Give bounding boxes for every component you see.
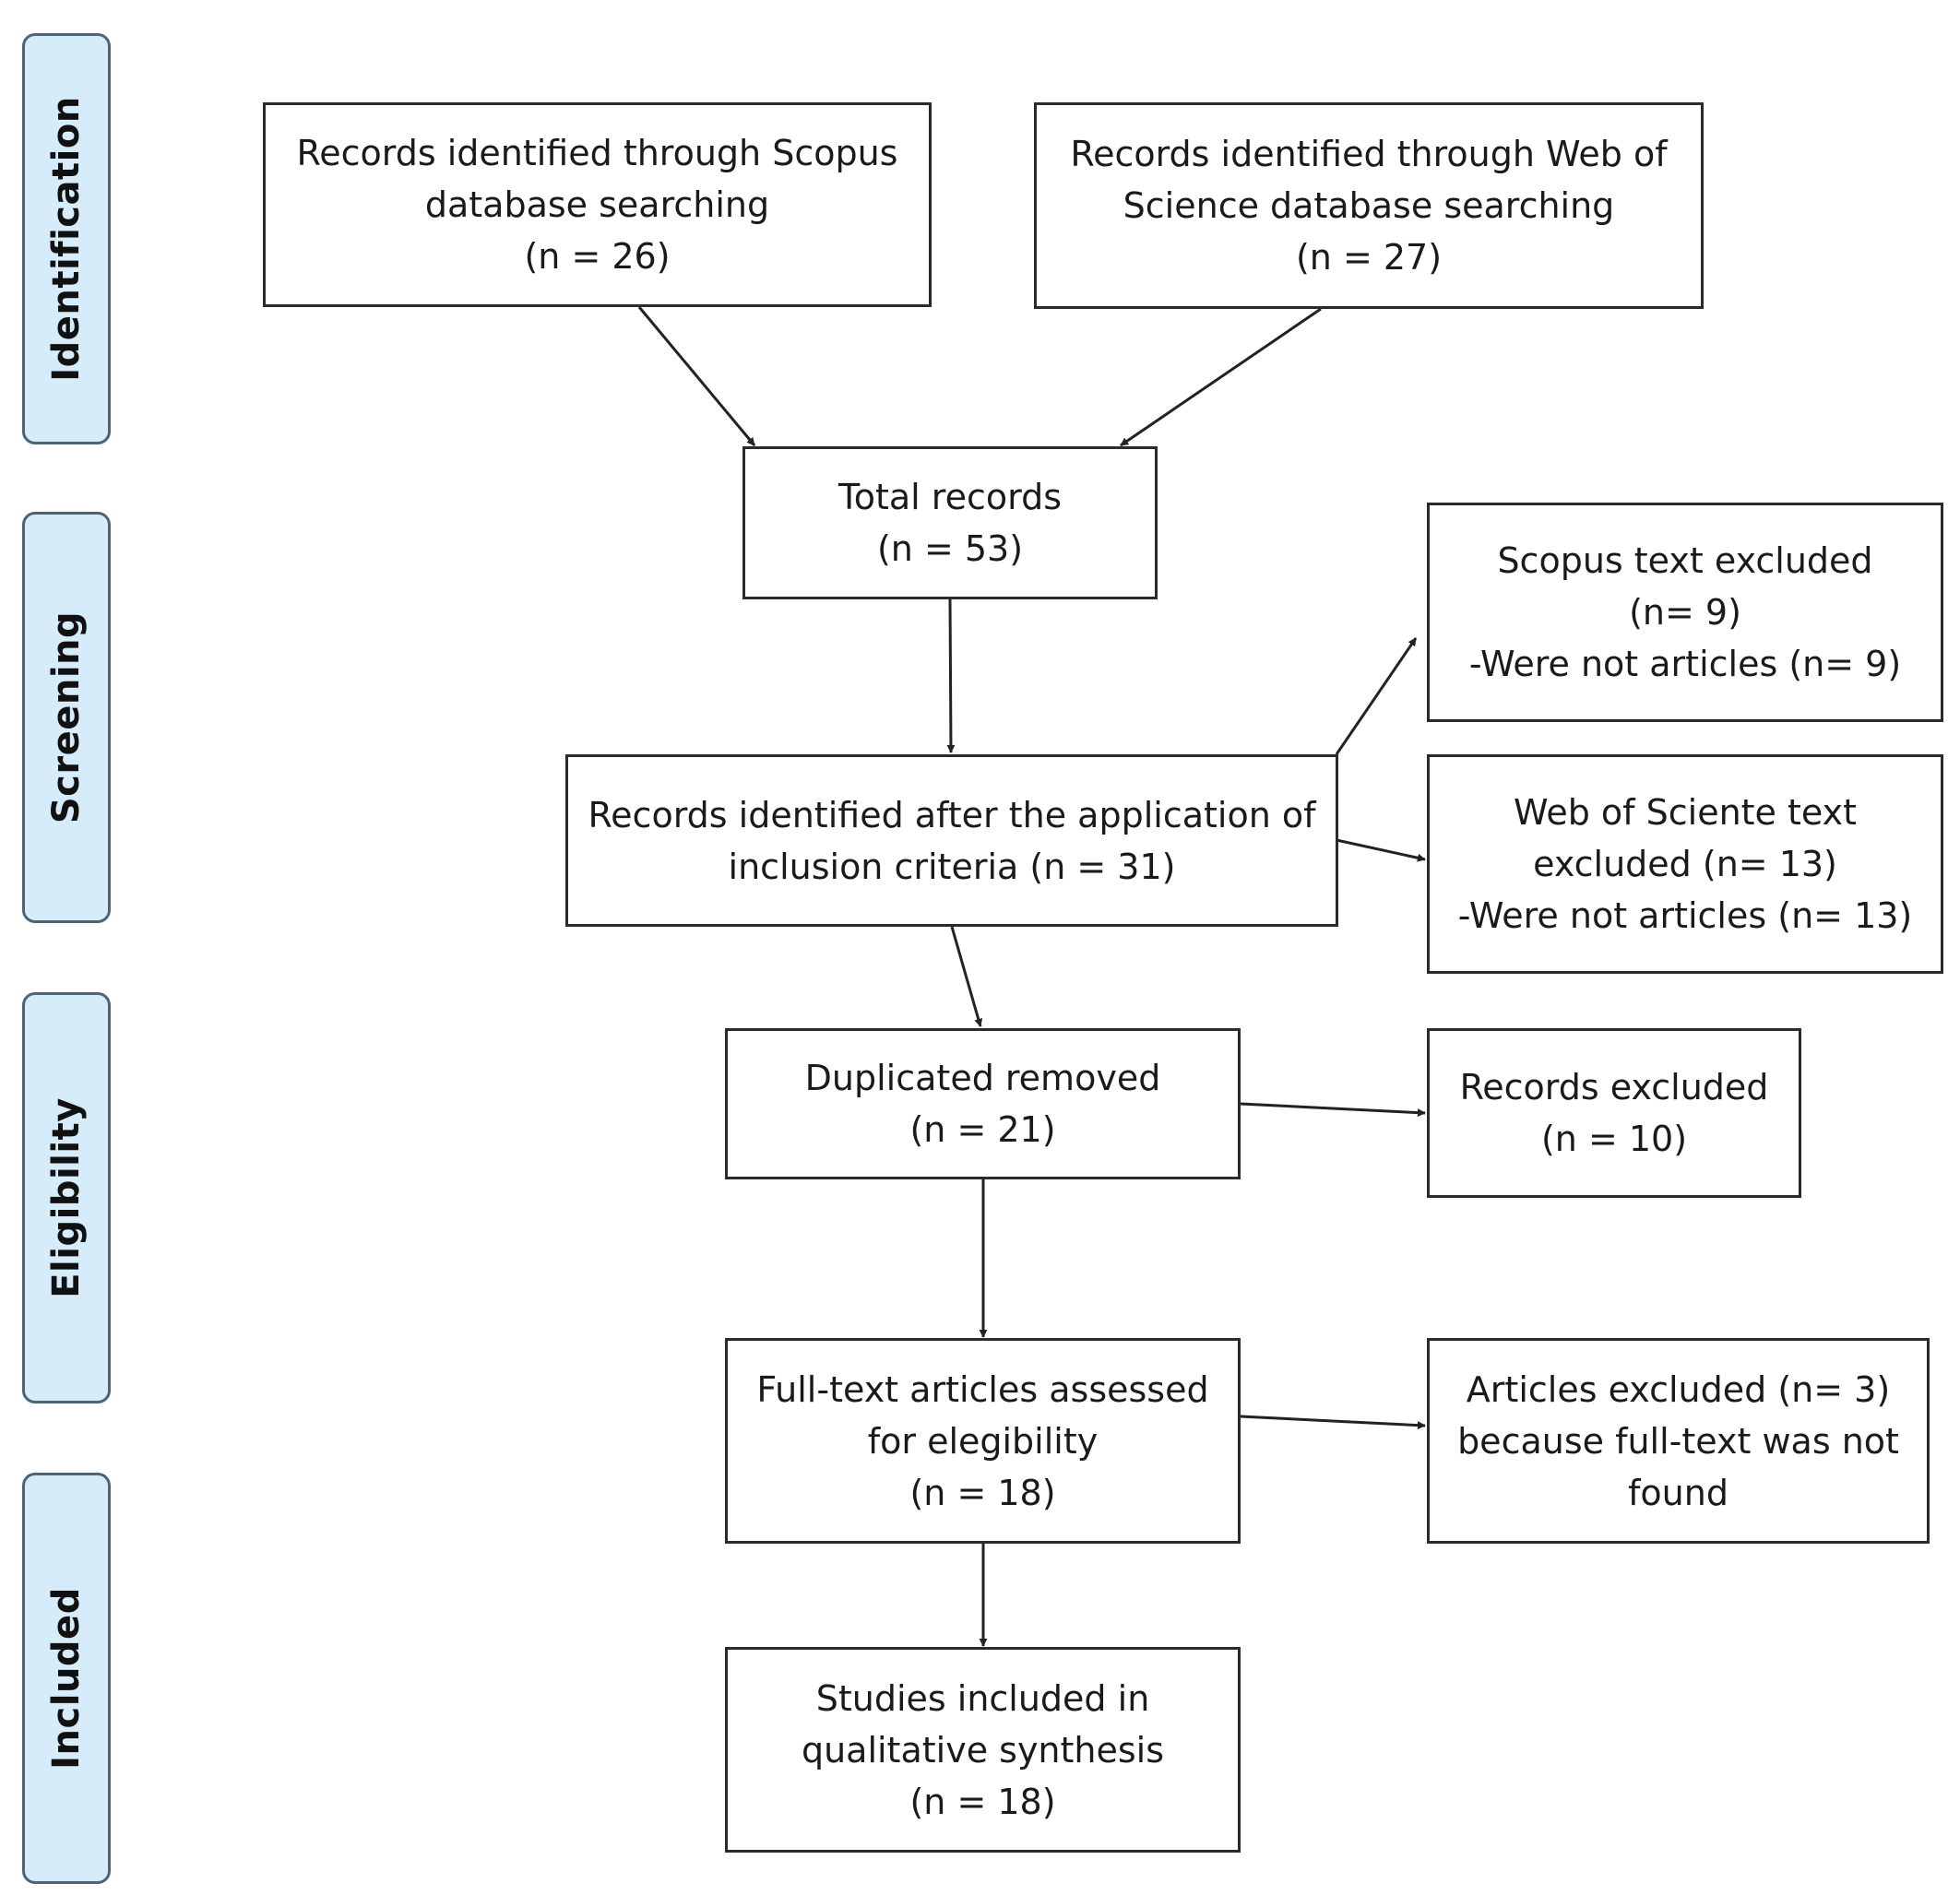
box-wos-records-line-1: Records identified through Web of [1070,134,1668,174]
box-studies-included: Studies included in qualitative synthesi… [725,1647,1241,1853]
box-articles-excluded: Articles excluded (n= 3) because full-te… [1427,1338,1930,1544]
box-wos-excluded-line-2: excluded (n= 13) [1533,844,1837,884]
arrow-duplicates-to-records-excluded [1240,1102,1426,1118]
stage-identification: Identification [22,33,111,444]
box-fulltext-assessed-line-3: (n = 18) [909,1472,1056,1513]
box-wos-records: Records identified through Web of Scienc… [1034,102,1704,309]
box-wos-records-line-2: Science database searching [1123,185,1615,226]
stage-eligibility: Eligibility [22,992,111,1403]
box-wos-excluded-line-3: -Were not articles (n= 13) [1457,895,1913,936]
box-total-records-line-1: Total records [837,477,1062,517]
arrow-total-to-inclusion [946,598,956,753]
box-scopus-excluded: Scopus text excluded (n= 9) -Were not ar… [1427,503,1943,722]
arrow-inclusion-to-wos-excluded [1336,838,1426,862]
box-studies-included-line-2: qualitative synthesis [801,1729,1165,1771]
box-scopus-records-line-1: Records identified through Scopus [296,133,898,173]
box-scopus-records-line-3: (n = 26) [524,236,671,277]
box-duplicates-removed-line-1: Duplicated removed [804,1058,1161,1098]
arrow-inclusion-to-scopus-excluded [1335,637,1418,755]
box-studies-included-line-3: (n = 18) [909,1781,1056,1822]
box-fulltext-assessed: Full-text articles assessed for elegibil… [725,1338,1241,1544]
box-records-excluded: Records excluded (n = 10) [1427,1028,1801,1198]
box-wos-excluded-line-1: Web of Sciente text [1513,792,1858,833]
box-scopus-excluded-line-1: Scopus text excluded [1497,540,1873,581]
stage-included: Included [22,1473,111,1884]
box-articles-excluded-line-1: Articles excluded (n= 3) [1466,1368,1891,1410]
box-duplicates-removed-line-2: (n = 21) [909,1109,1056,1150]
arrow-inclusion-to-duplicates [950,926,983,1027]
arrow-wos-to-total [1120,307,1322,447]
box-total-records-line-2: (n = 53) [876,528,1024,569]
box-wos-excluded: Web of Sciente text excluded (n= 13) -We… [1427,754,1943,974]
box-duplicates-removed: Duplicated removed (n = 21) [725,1028,1241,1179]
box-scopus-records-line-2: database searching [424,184,770,225]
stage-screening: Screening [22,512,111,923]
box-after-inclusion-line-1: Records identified after the application… [588,794,1316,835]
box-studies-included-line-1: Studies included in [815,1677,1150,1719]
box-scopus-records: Records identified through Scopus databa… [263,102,932,307]
box-after-inclusion: Records identified after the application… [565,754,1338,927]
box-total-records: Total records (n = 53) [742,446,1158,599]
box-fulltext-assessed-line-2: for elegibility [867,1420,1099,1462]
box-scopus-excluded-line-2: (n= 9) [1629,592,1741,633]
box-records-excluded-line-1: Records excluded [1459,1067,1769,1107]
arrow-fulltext-to-articles-excluded [1240,1415,1426,1430]
box-scopus-excluded-line-3: -Were not articles (n= 9) [1468,644,1902,684]
box-articles-excluded-line-3: found [1628,1472,1728,1513]
box-after-inclusion-line-2: inclusion criteria (n = 31) [728,846,1176,887]
box-wos-records-line-3: (n = 27) [1295,237,1443,278]
arrow-scopus-to-total [637,306,756,446]
box-fulltext-assessed-line-1: Full-text articles assessed [756,1368,1209,1410]
box-articles-excluded-line-2: because full-text was not [1457,1420,1899,1462]
box-records-excluded-line-2: (n = 10) [1540,1119,1688,1159]
